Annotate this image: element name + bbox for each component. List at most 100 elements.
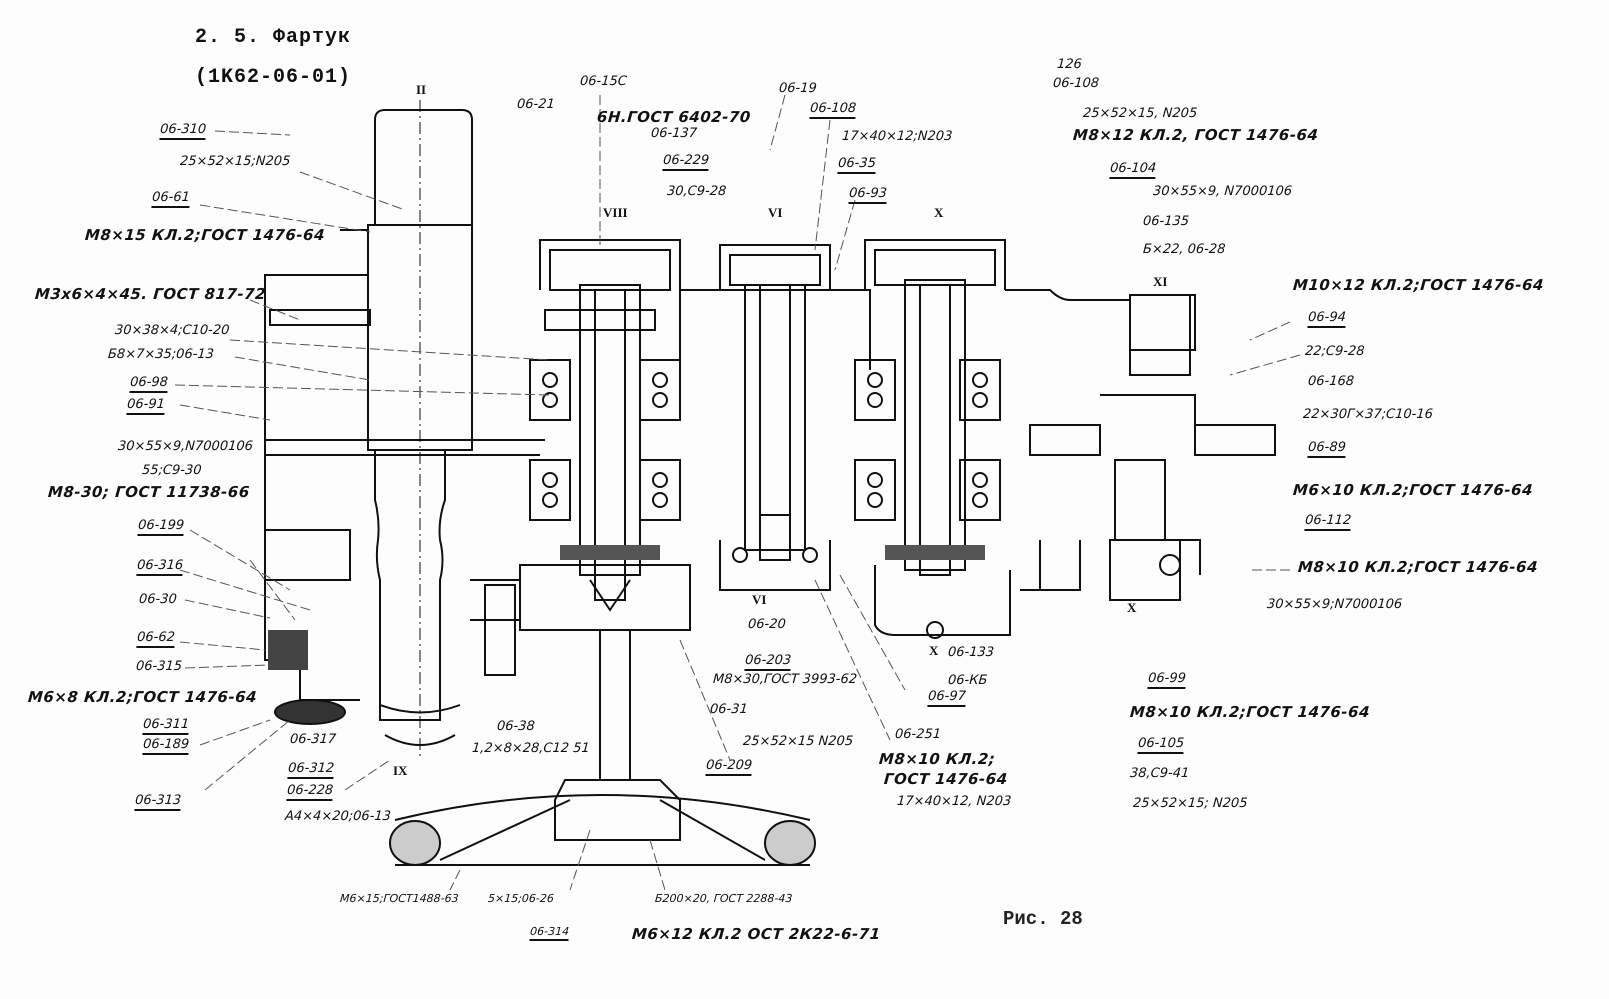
callout-label: 06-38	[496, 719, 536, 734]
callout-label: M8×30,ГОСТ 3993-62	[712, 672, 858, 687]
section-title: 2. 5. Фартук	[195, 26, 352, 49]
callout-label: 06-35	[837, 156, 877, 174]
callout-label: 25×52×15; N205	[1132, 796, 1248, 811]
callout-label: 06-316	[136, 558, 184, 576]
callout-label: 06-30	[138, 592, 178, 607]
callout-label: A4×4×20;06-13	[284, 809, 392, 824]
callout-label: M10×12 КЛ.2;ГОСТ 1476-64	[1292, 276, 1545, 294]
callout-label: 06-108	[1052, 76, 1100, 91]
callout-label: 06-21	[516, 97, 556, 112]
callout-label: 06-251	[894, 727, 942, 742]
callout-label: 30×55×9;N7000106	[1266, 597, 1403, 612]
callout-label: 06-203	[744, 653, 792, 671]
callout-label: M8×10 КЛ.2;ГОСТ 1476-64	[1129, 703, 1371, 721]
callout-label: 06-КБ	[947, 673, 988, 688]
callout-label: 06-31	[709, 702, 749, 717]
callout-label: 22;С9-28	[1304, 344, 1366, 359]
figure-caption: Рис. 28	[1003, 908, 1083, 930]
callout-label: 06-94	[1307, 310, 1347, 328]
shaft-viii-assembly	[519, 239, 691, 631]
callout-label: 06-168	[1307, 374, 1355, 389]
callout-label: 06-209	[705, 758, 753, 776]
callout-label: 5×15;06-26	[487, 892, 555, 905]
callout-label: 38,С9-41	[1129, 766, 1190, 781]
callout-label: 06-311	[142, 717, 190, 735]
callout-label: ГОСТ 1476-64	[883, 770, 1009, 788]
shaft-numeral: VIII	[603, 205, 628, 220]
callout-label: 06-228	[286, 783, 334, 801]
callout-label: 1,2×8×28,С12 51	[471, 741, 591, 756]
callout-label: M6×12 КЛ.2 ОСТ 2К22-6-71	[631, 925, 882, 943]
callout-label: M6×10 КЛ.2;ГОСТ 1476-64	[1292, 481, 1534, 499]
callout-label: 06-104	[1109, 161, 1157, 179]
callout-label: M6×8 КЛ.2;ГОСТ 1476-64	[27, 688, 258, 706]
callout-label: M8×15 КЛ.2;ГОСТ 1476-64	[84, 226, 326, 244]
callout-label: 06-62	[136, 630, 176, 648]
callout-label: 06-15C	[579, 74, 628, 89]
callout-label: 06-89	[1307, 440, 1347, 458]
callout-label: M8×10 КЛ.2;ГОСТ 1476-64	[1297, 558, 1539, 576]
shaft-numeral: X	[934, 205, 944, 220]
left-housing	[264, 229, 545, 746]
callout-label: 06-312	[287, 761, 335, 779]
callout-label: 06-108	[809, 101, 857, 119]
callout-label: 06-314	[529, 925, 570, 941]
callout-label: 06-313	[134, 793, 182, 811]
handwheel	[389, 629, 816, 866]
callout-label: 06-229	[662, 153, 710, 171]
callout-label: 06-137	[650, 126, 698, 141]
callout-label: 06-93	[848, 186, 888, 204]
callout-label: M8×12 КЛ.2, ГОСТ 1476-64	[1072, 126, 1320, 144]
callout-label: 06-317	[289, 732, 337, 747]
callout-label: 17×40×12;N203	[841, 129, 953, 144]
callout-label: 25×52×15, N205	[1082, 106, 1198, 121]
callout-label: 25×52×15 N205	[742, 734, 854, 749]
callout-label: 06-105	[1137, 736, 1185, 754]
shaft-numeral: II	[416, 82, 427, 97]
callout-label: 06-310	[159, 122, 207, 140]
callout-label: 06-20	[747, 617, 787, 632]
callout-label: 06-189	[142, 737, 190, 755]
callout-label: Б8×7×35;06-13	[107, 347, 215, 362]
callout-label: M3x6×4×45. ГОСТ 817-72	[34, 285, 267, 303]
callout-label: 06-315	[135, 659, 183, 674]
shaft-numeral: VI	[752, 592, 767, 607]
model-number: (1K62-06-01)	[195, 66, 352, 89]
callout-label: 06-91	[126, 397, 166, 415]
shaft-numeral: VI	[768, 205, 783, 220]
callout-label: 25×52×15;N205	[179, 154, 291, 169]
callout-label: 06-19	[778, 81, 818, 96]
shaft-numeral: X	[1127, 600, 1137, 615]
callout-label: M8-30; ГОСТ 11738-66	[47, 483, 251, 501]
callout-label: 06-97	[927, 689, 967, 707]
callout-label: 30×55×9,N7000106	[117, 439, 254, 454]
callout-label: 17×40×12, N203	[896, 794, 1012, 809]
callout-label: Б200×20, ГОСТ 2288-43	[654, 892, 793, 905]
shaft-numeral: IX	[393, 763, 408, 778]
callout-label: 06-133	[947, 645, 995, 660]
shaft-xi-assembly	[1005, 289, 1276, 601]
callout-label: 6Н.ГОСТ 6402-70	[596, 108, 752, 126]
callout-label: 30×55×9, N7000106	[1152, 184, 1293, 199]
callout-label: Б×22, 06-28	[1142, 242, 1226, 257]
leader-lines	[174, 94, 1301, 891]
shaft-x-assembly	[854, 239, 1011, 639]
vertical-shaft-ii	[367, 100, 473, 760]
callout-label: 06-112	[1304, 513, 1352, 531]
callout-label: 06-98	[129, 375, 169, 393]
callout-label: 06-199	[137, 518, 185, 536]
callout-label: 30×38×4;С10-20	[114, 323, 230, 338]
shaft-numeral: XI	[1153, 274, 1168, 289]
callout-label: 06-135	[1142, 214, 1190, 229]
shaft-numeral: X	[929, 643, 939, 658]
callout-label: 30,С9-28	[666, 184, 727, 199]
shaft-vi-assembly	[679, 244, 871, 591]
callout-label: 06-99	[1147, 671, 1187, 689]
callout-label: 126	[1056, 57, 1083, 72]
callout-label: 22×30Г×37;С10-16	[1302, 407, 1434, 422]
callout-label: M8×10 КЛ.2;	[878, 750, 997, 768]
callout-label: M6×15;ГОСТ1488-63	[339, 892, 460, 905]
callout-label: 06-61	[151, 190, 191, 208]
